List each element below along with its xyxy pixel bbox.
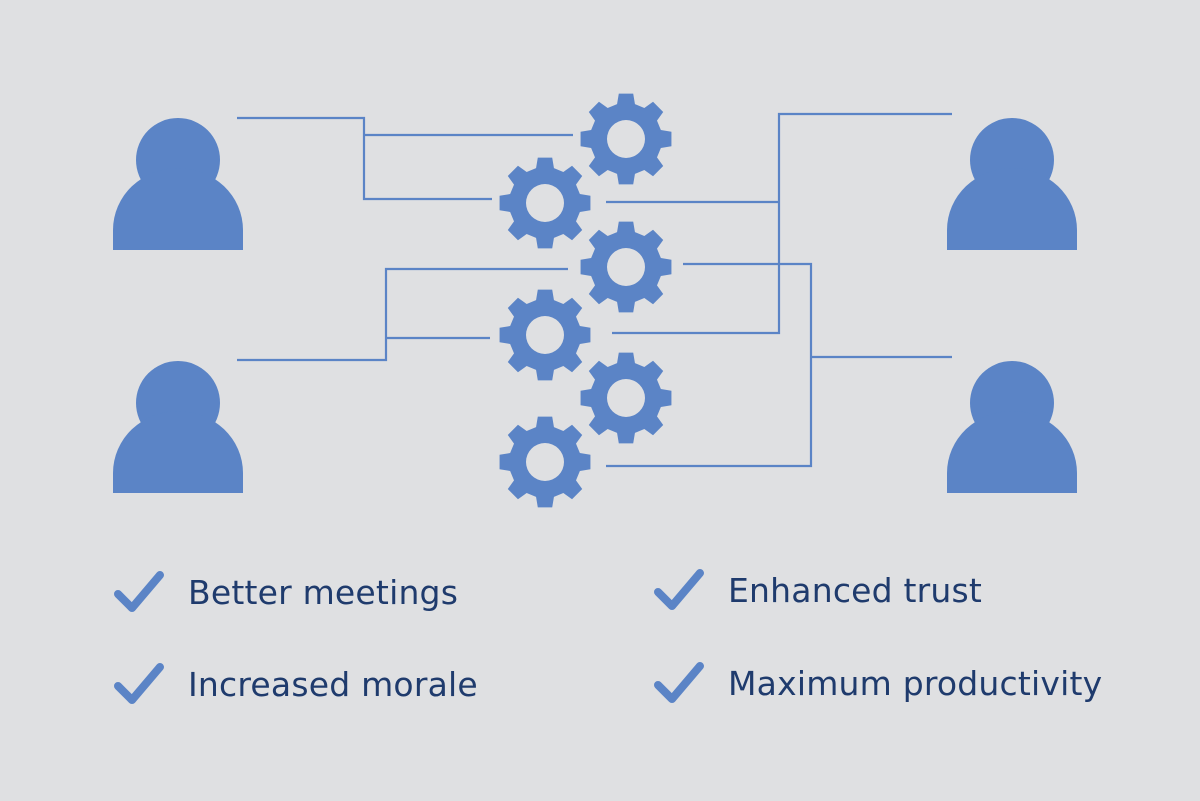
benefit-label: Better meetings (188, 572, 459, 612)
person-icon (947, 118, 1077, 250)
benefit-item: Maximum productivity (654, 653, 1102, 713)
checkmark-icon (654, 662, 704, 703)
connector-line (237, 116, 492, 201)
gear-icon (499, 157, 591, 249)
benefit-label: Enhanced trust (728, 570, 983, 610)
benefit-item: Increased morale (114, 654, 478, 714)
benefit-item: Enhanced trust (654, 560, 982, 620)
gears (499, 93, 672, 508)
connector-lines (237, 112, 952, 468)
gear-icon (580, 352, 672, 444)
checkmark-icon (654, 569, 704, 610)
person-icon (113, 118, 243, 250)
benefit-item: Better meetings (114, 562, 458, 622)
connector-line (237, 267, 568, 362)
benefit-label: Maximum productivity (728, 663, 1103, 703)
people (113, 118, 1077, 493)
gear-icon (499, 416, 591, 508)
person-icon (113, 361, 243, 493)
checkmark-icon (114, 571, 164, 612)
connector-line (612, 112, 952, 335)
checkmark-icon (114, 663, 164, 704)
gear-icon (580, 93, 672, 185)
benefit-label: Increased morale (188, 664, 478, 704)
connector-line (606, 262, 813, 468)
person-icon (947, 361, 1077, 493)
gear-icon (580, 221, 672, 313)
gear-icon (499, 289, 591, 381)
